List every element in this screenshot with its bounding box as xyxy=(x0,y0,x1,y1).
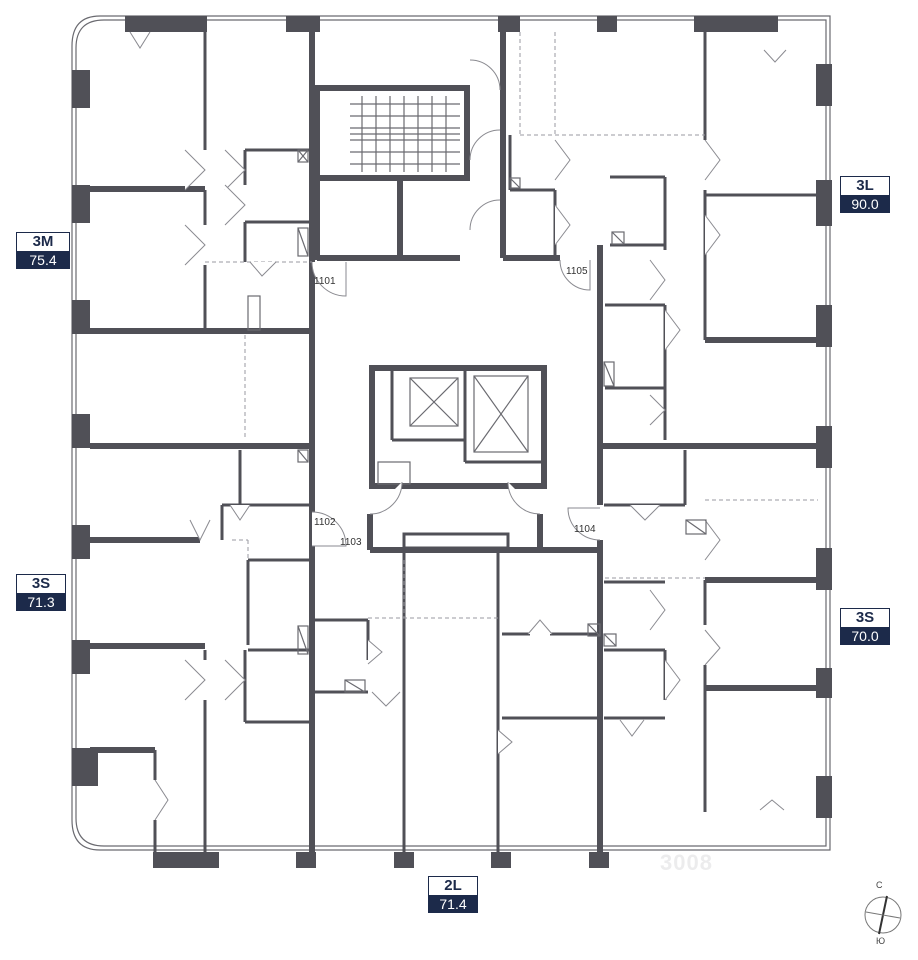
unit-label-3l[interactable]: 3L 90.0 xyxy=(840,176,890,213)
zone-dividers xyxy=(205,32,818,619)
compass-north-label: С xyxy=(876,880,883,890)
door-number-1105: 1105 xyxy=(566,266,588,277)
compass: С Ю xyxy=(860,880,906,950)
unit-label-3s-left[interactable]: 3S 71.3 xyxy=(16,574,66,611)
staircase xyxy=(350,96,460,172)
door-number-1104: 1104 xyxy=(574,524,596,535)
compass-icon xyxy=(864,895,902,935)
unit-type: 3S xyxy=(16,574,66,593)
unit-type: 3S xyxy=(840,608,890,627)
unit-label-3s-right[interactable]: 3S 70.0 xyxy=(840,608,890,645)
exterior-pillars xyxy=(72,16,832,868)
unit-area: 90.0 xyxy=(840,195,890,213)
doors xyxy=(129,31,787,821)
unit-type: 3M xyxy=(16,232,70,251)
unit-area: 71.3 xyxy=(16,593,66,611)
watermark: 3008 xyxy=(660,850,713,875)
unit-label-2l[interactable]: 2L 71.4 xyxy=(428,876,478,913)
door-number-1101: 1101 xyxy=(314,276,336,287)
building-outline xyxy=(71,15,831,851)
interior-walls xyxy=(90,16,830,860)
unit-label-3m[interactable]: 3M 75.4 xyxy=(16,232,70,269)
door-number-1103: 1103 xyxy=(340,537,362,548)
door-number-1102: 1102 xyxy=(314,517,336,528)
unit-area: 70.0 xyxy=(840,627,890,645)
compass-south-label: Ю xyxy=(876,936,886,946)
unit-area: 71.4 xyxy=(428,895,478,913)
ventilation-shafts xyxy=(247,149,707,693)
unit-area: 75.4 xyxy=(16,251,70,269)
unit-type: 3L xyxy=(840,176,890,195)
unit-type: 2L xyxy=(428,876,478,895)
